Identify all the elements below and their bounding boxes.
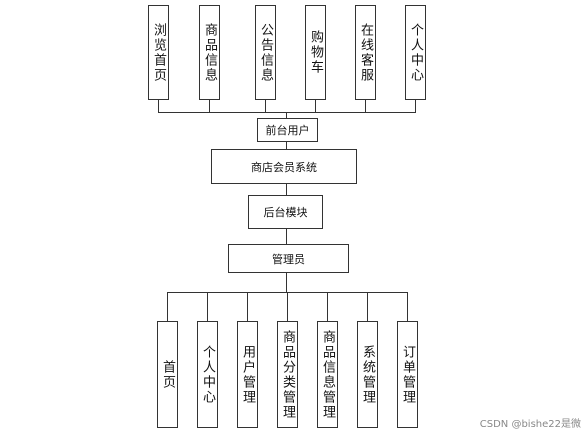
admin-module-home: 首页 [157,321,178,428]
connector [209,100,210,113]
connector [286,112,287,118]
front-user-node: 前台用户 [257,118,318,142]
connector [315,100,316,113]
connector [158,100,159,113]
admin-node: 管理员 [228,244,349,273]
system-node: 商店会员系统 [211,149,357,184]
connector [287,292,288,321]
module-cart: 购物车 [305,5,326,100]
admin-module-personal-center: 个人中心 [197,321,218,428]
back-module-node: 后台模块 [248,195,323,229]
admin-module-product-management: 商品信息管理 [317,321,338,428]
module-product-info: 商品信息 [199,5,220,100]
connector [365,100,366,113]
connector [286,229,287,244]
connector [247,292,248,321]
connector [207,292,208,321]
connector [407,292,408,321]
connector [286,273,287,293]
connector [158,112,416,113]
connector [286,142,287,149]
admin-module-system-management: 系统管理 [357,321,378,428]
admin-module-user-management: 用户管理 [237,321,258,428]
admin-module-order-management: 订单管理 [397,321,418,428]
module-online-service: 在线客服 [355,5,376,100]
connector [415,100,416,113]
module-personal-center: 个人中心 [405,5,426,100]
module-browse-home: 浏览首页 [148,5,169,100]
connector [286,184,287,195]
connector [265,100,266,113]
connector [167,292,168,321]
watermark: CSDN @bishe22是微 [479,419,581,430]
module-announcements: 公告信息 [255,5,276,100]
admin-module-category-management: 商品分类管理 [277,321,298,428]
connector [327,292,328,321]
connector [367,292,368,321]
